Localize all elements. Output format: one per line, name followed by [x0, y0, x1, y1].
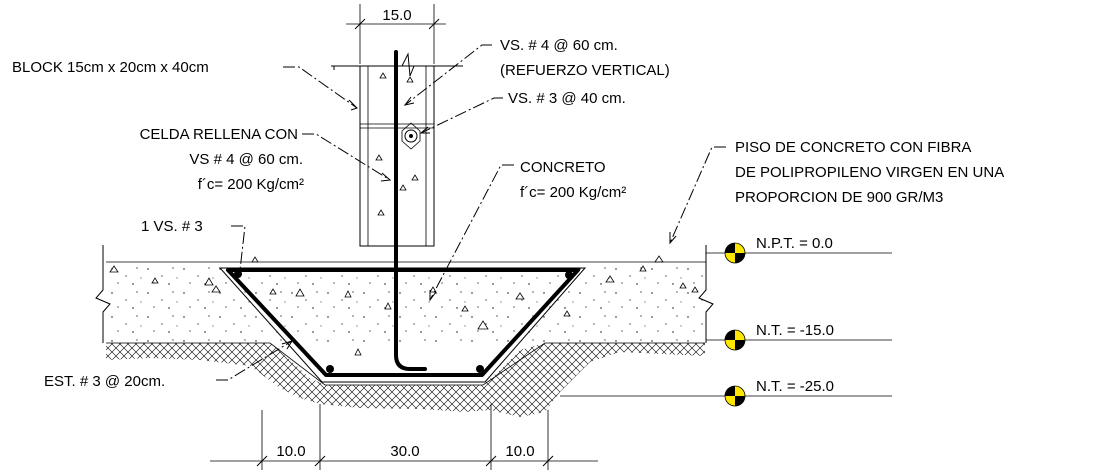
- top-dimension-label: 15.0: [382, 7, 411, 24]
- top-dimension: 15.0: [346, 4, 446, 64]
- stirrup-rebar: [226, 268, 580, 377]
- dimension-bottom-center: 30.0: [390, 443, 419, 460]
- horizontal-rebar-circle: [404, 129, 418, 143]
- level-nt25-label: N.T. = -25.0: [756, 378, 834, 395]
- label-celda-line1: CELDA RELLENA CON: [140, 126, 298, 143]
- floor-slab-region: [95, 245, 714, 343]
- label-vs3-40: VS. # 3 @ 40 cm.: [508, 90, 626, 107]
- label-concreto-line1: CONCRETO: [520, 159, 606, 176]
- bottom-dimensions: 10.0 30.0 10.0: [210, 404, 598, 470]
- longitudinal-bar-bottom-right: [476, 365, 484, 373]
- block-wall: [331, 52, 463, 247]
- break-line-right: [698, 245, 714, 343]
- level-marker-nt15: N.T. = -15.0: [706, 322, 892, 351]
- soil-region: [106, 342, 705, 417]
- label-celda-line2: VS # 4 @ 60 cm.: [189, 151, 303, 168]
- longitudinal-bar-left: [234, 270, 242, 278]
- label-piso-line2: DE POLIPROPILENO VIRGEN EN UNA: [735, 164, 1004, 181]
- label-concreto-line2: f´c= 200 Kg/cm²: [520, 184, 626, 201]
- longitudinal-bar-bottom-left: [326, 365, 334, 373]
- label-vs4-line2: (REFUERZO VERTICAL): [500, 62, 670, 79]
- footing: [109, 50, 699, 383]
- annotations: BLOCK 15cm x 20cm x 40cm VS. # 4 @ 60 cm…: [12, 37, 1004, 390]
- label-piso-line3: PROPORCION DE 900 GR/M3: [735, 189, 943, 206]
- label-vs4-line1: VS. # 4 @ 60 cm.: [500, 37, 618, 54]
- leader-lines: [216, 44, 726, 381]
- dimension-bottom-left: 10.0: [276, 443, 305, 460]
- level-npt-label: N.P.T. = 0.0: [756, 235, 833, 252]
- label-piso-line1: PISO DE CONCRETO CON FIBRA: [735, 139, 971, 156]
- longitudinal-bar-right: [565, 271, 573, 279]
- dimension-bottom-right: 10.0: [505, 443, 534, 460]
- level-marker-npt: N.P.T. = 0.0: [706, 235, 892, 264]
- label-celda-line3: f´c= 200 Kg/cm²: [198, 176, 304, 193]
- vertical-rebar: [394, 50, 427, 371]
- level-marker-nt25: N.T. = -25.0: [560, 378, 892, 407]
- break-line-left: [95, 245, 111, 343]
- label-block: BLOCK 15cm x 20cm x 40cm: [12, 59, 209, 76]
- label-vs3-1: 1 VS. # 3: [141, 218, 203, 235]
- label-est3: EST. # 3 @ 20cm.: [44, 373, 165, 390]
- level-nt15-label: N.T. = -15.0: [756, 322, 834, 339]
